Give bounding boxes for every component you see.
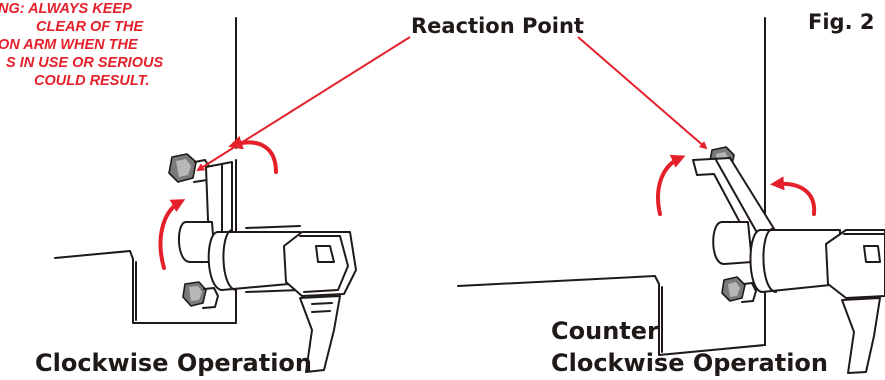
rotation-arrow-left-upper — [228, 135, 278, 174]
rotation-arrow-left-lower — [158, 199, 186, 270]
right-caption-line1: Counter — [551, 317, 659, 345]
right-assembly — [457, 17, 885, 374]
reaction-point-label: Reaction Point — [411, 14, 584, 38]
warning-line: S IN USE OR SERIOUS — [6, 55, 164, 71]
warning-line: ON ARM WHEN THE — [0, 37, 138, 53]
reaction-leader-right — [577, 36, 708, 150]
warning-line: CLEAR OF THE — [36, 19, 144, 35]
warning-line: COULD RESULT. — [34, 73, 150, 89]
warning-line: NG: ALWAYS KEEP — [0, 1, 132, 17]
figure-label: Fig. 2 — [808, 10, 875, 34]
reaction-leader-left — [196, 36, 411, 172]
left-assembly — [54, 17, 357, 373]
rotation-arrow-right-right — [770, 176, 817, 216]
right-caption-line2: Clockwise Operation — [551, 349, 828, 377]
left-caption: Clockwise Operation — [35, 349, 312, 377]
rotation-arrow-right-left — [656, 154, 686, 216]
